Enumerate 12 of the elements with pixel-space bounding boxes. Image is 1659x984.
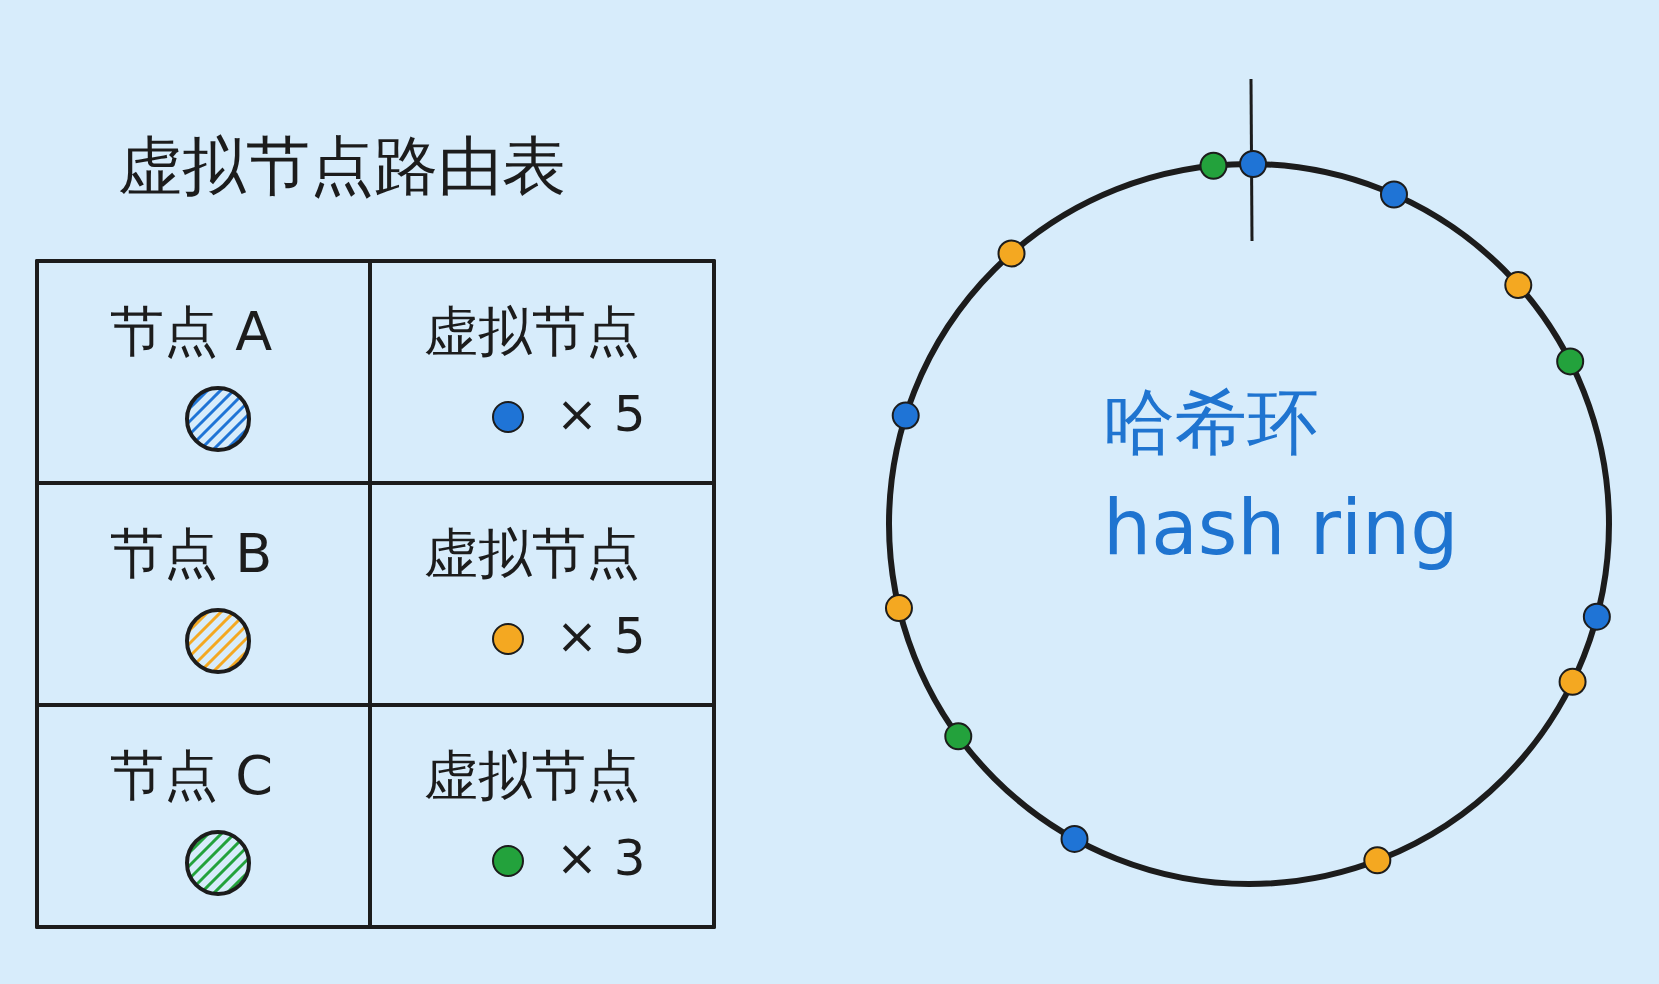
count-label: × 5 xyxy=(556,389,646,439)
cell-text: 节点 A xyxy=(110,305,273,359)
cell-text: 虚拟节点 xyxy=(424,749,640,803)
ring-title: 哈希环 xyxy=(1103,386,1319,458)
cell-text: 节点 C xyxy=(110,749,273,803)
cell-text: 节点 B xyxy=(110,527,273,581)
cell-text: 虚拟节点 xyxy=(424,527,640,581)
count-label: × 3 xyxy=(556,833,646,883)
count-label: × 5 xyxy=(556,611,646,661)
hash-ring xyxy=(885,160,1613,888)
cell-text: 虚拟节点 xyxy=(424,305,640,359)
title: 虚拟节点路由表 xyxy=(118,134,566,198)
